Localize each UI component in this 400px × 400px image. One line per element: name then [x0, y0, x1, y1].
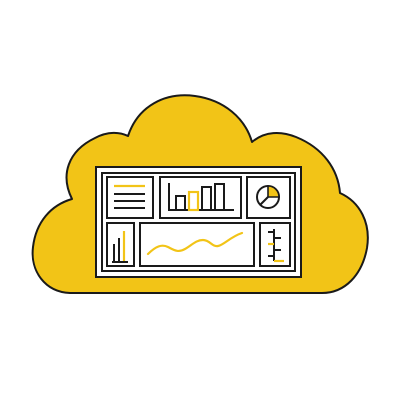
- mini-bar-icon: [106, 222, 135, 267]
- text-lines-icon: [106, 176, 154, 219]
- bar-chart-icon: [159, 176, 242, 219]
- dashboard-icon: [95, 166, 302, 278]
- line-chart-icon: [139, 222, 255, 267]
- pie-chart-icon: [246, 176, 291, 219]
- gauge-scale-icon: [259, 222, 291, 267]
